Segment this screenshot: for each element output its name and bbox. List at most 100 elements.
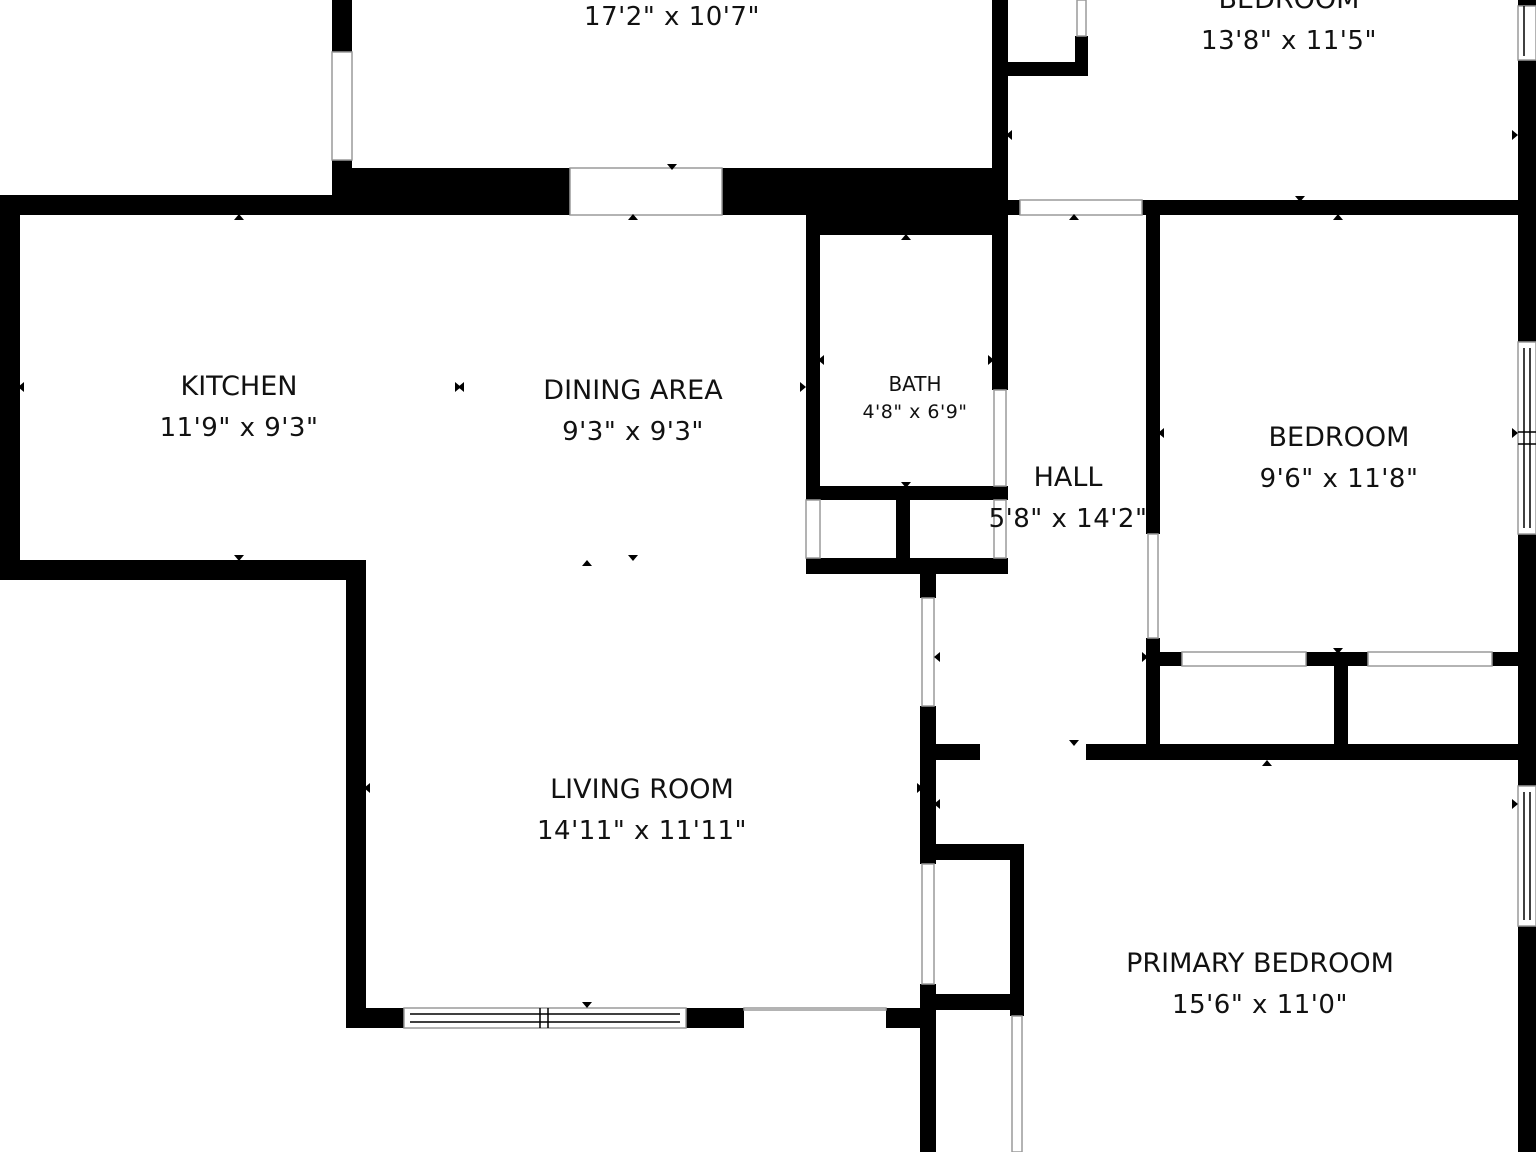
marker-arrow bbox=[800, 382, 806, 392]
wall bbox=[0, 195, 352, 215]
marker-arrow bbox=[1142, 652, 1148, 662]
wall bbox=[1086, 744, 1536, 760]
wall bbox=[806, 558, 1008, 574]
room-name: BATH bbox=[888, 372, 941, 396]
doorway bbox=[993, 499, 1007, 559]
wall bbox=[992, 62, 1088, 76]
window bbox=[1517, 341, 1536, 535]
window bbox=[1517, 785, 1536, 927]
marker-arrow bbox=[1333, 214, 1343, 220]
room-dimensions: 9'3" x 9'3" bbox=[562, 417, 704, 447]
wall bbox=[920, 574, 936, 598]
doorway bbox=[1147, 533, 1159, 639]
room-dimensions: 4'8" x 6'9" bbox=[862, 401, 967, 423]
doorway bbox=[569, 167, 723, 216]
wall bbox=[332, 168, 570, 215]
doorway bbox=[1011, 1015, 1023, 1152]
doorway bbox=[993, 389, 1007, 487]
wall bbox=[806, 215, 1008, 235]
room-kitchen: KITCHEN 11'9" x 9'3" bbox=[160, 371, 319, 443]
dimension-markers bbox=[18, 130, 1518, 1008]
marker-arrow bbox=[901, 234, 911, 240]
marker-arrow bbox=[364, 783, 370, 793]
marker-arrow bbox=[1069, 740, 1079, 746]
room-living: LIVING ROOM 14'11" x 11'11" bbox=[537, 774, 747, 846]
wall bbox=[1010, 844, 1024, 1016]
marker-arrow bbox=[1512, 799, 1518, 809]
room-bedroom-right: BEDROOM 9'6" x 11'8" bbox=[1260, 422, 1418, 494]
wall bbox=[0, 195, 20, 580]
room-dimensions: 11'9" x 9'3" bbox=[160, 413, 319, 443]
room-dining: DINING AREA 9'3" x 9'3" bbox=[543, 375, 723, 447]
wall bbox=[346, 1008, 404, 1028]
room-name: BEDROOM bbox=[1269, 422, 1410, 453]
doorway bbox=[1019, 199, 1143, 216]
doorway bbox=[921, 597, 935, 707]
room-top: 17'2" x 10'7" bbox=[584, 2, 760, 32]
room-dimensions: 13'8" x 11'5" bbox=[1201, 26, 1377, 56]
wall bbox=[992, 200, 1020, 215]
doorway bbox=[921, 863, 935, 985]
wall bbox=[0, 560, 366, 580]
room-name: KITCHEN bbox=[181, 371, 298, 402]
room-dimensions: 14'11" x 11'11" bbox=[537, 816, 747, 846]
openings bbox=[331, 0, 1536, 1152]
marker-arrow bbox=[1069, 214, 1079, 220]
marker-arrow bbox=[628, 555, 638, 561]
doorway bbox=[1181, 651, 1307, 667]
room-hall: HALL 5'8" x 14'2" bbox=[989, 462, 1147, 534]
room-dimensions: 15'6" x 11'0" bbox=[1172, 990, 1348, 1020]
marker-arrow bbox=[818, 355, 824, 365]
wall bbox=[1146, 638, 1160, 760]
room-primary-bedroom: PRIMARY BEDROOM 15'6" x 11'0" bbox=[1126, 948, 1394, 1020]
wall bbox=[722, 168, 1008, 215]
marker-arrow bbox=[582, 1002, 592, 1008]
wall bbox=[920, 984, 936, 1152]
marker-arrow bbox=[1158, 428, 1164, 438]
doorway bbox=[743, 1007, 887, 1011]
marker-arrow bbox=[1006, 130, 1012, 140]
wall bbox=[992, 0, 1008, 215]
marker-arrow bbox=[1512, 428, 1518, 438]
marker-arrow bbox=[934, 652, 940, 662]
room-name: DINING AREA bbox=[543, 375, 723, 406]
window bbox=[403, 1007, 687, 1029]
wall bbox=[886, 1008, 926, 1028]
wall bbox=[1518, 534, 1536, 786]
wall bbox=[920, 706, 936, 864]
marker-arrow bbox=[934, 799, 940, 809]
marker-arrow bbox=[917, 783, 923, 793]
marker-arrow bbox=[1295, 196, 1305, 202]
room-name: LIVING ROOM bbox=[550, 774, 734, 805]
room-bath: BATH 4'8" x 6'9" bbox=[862, 372, 967, 423]
doorway bbox=[1367, 651, 1493, 667]
doorway bbox=[805, 499, 821, 559]
marker-arrow bbox=[1333, 648, 1343, 654]
room-name: BEDROOM bbox=[1219, 0, 1360, 15]
marker-arrow bbox=[901, 482, 911, 488]
marker-arrow bbox=[234, 214, 244, 220]
window bbox=[331, 51, 353, 161]
wall bbox=[1075, 36, 1088, 76]
marker-arrow bbox=[18, 382, 24, 392]
marker-arrow bbox=[582, 560, 592, 566]
wall bbox=[920, 744, 980, 760]
wall bbox=[1146, 200, 1160, 534]
marker-arrow bbox=[667, 164, 677, 170]
window bbox=[1517, 5, 1536, 61]
wall bbox=[920, 994, 1024, 1010]
wall bbox=[1334, 652, 1348, 760]
wall bbox=[992, 215, 1008, 390]
marker-arrow bbox=[1262, 760, 1272, 766]
doorway bbox=[1076, 0, 1087, 37]
wall bbox=[346, 560, 366, 1028]
wall bbox=[332, 0, 352, 52]
wall bbox=[920, 844, 1024, 860]
wall bbox=[1518, 0, 1536, 6]
room-dimensions: 17'2" x 10'7" bbox=[584, 2, 760, 32]
marker-arrow bbox=[628, 214, 638, 220]
marker-arrow bbox=[988, 355, 994, 365]
wall bbox=[896, 486, 910, 566]
